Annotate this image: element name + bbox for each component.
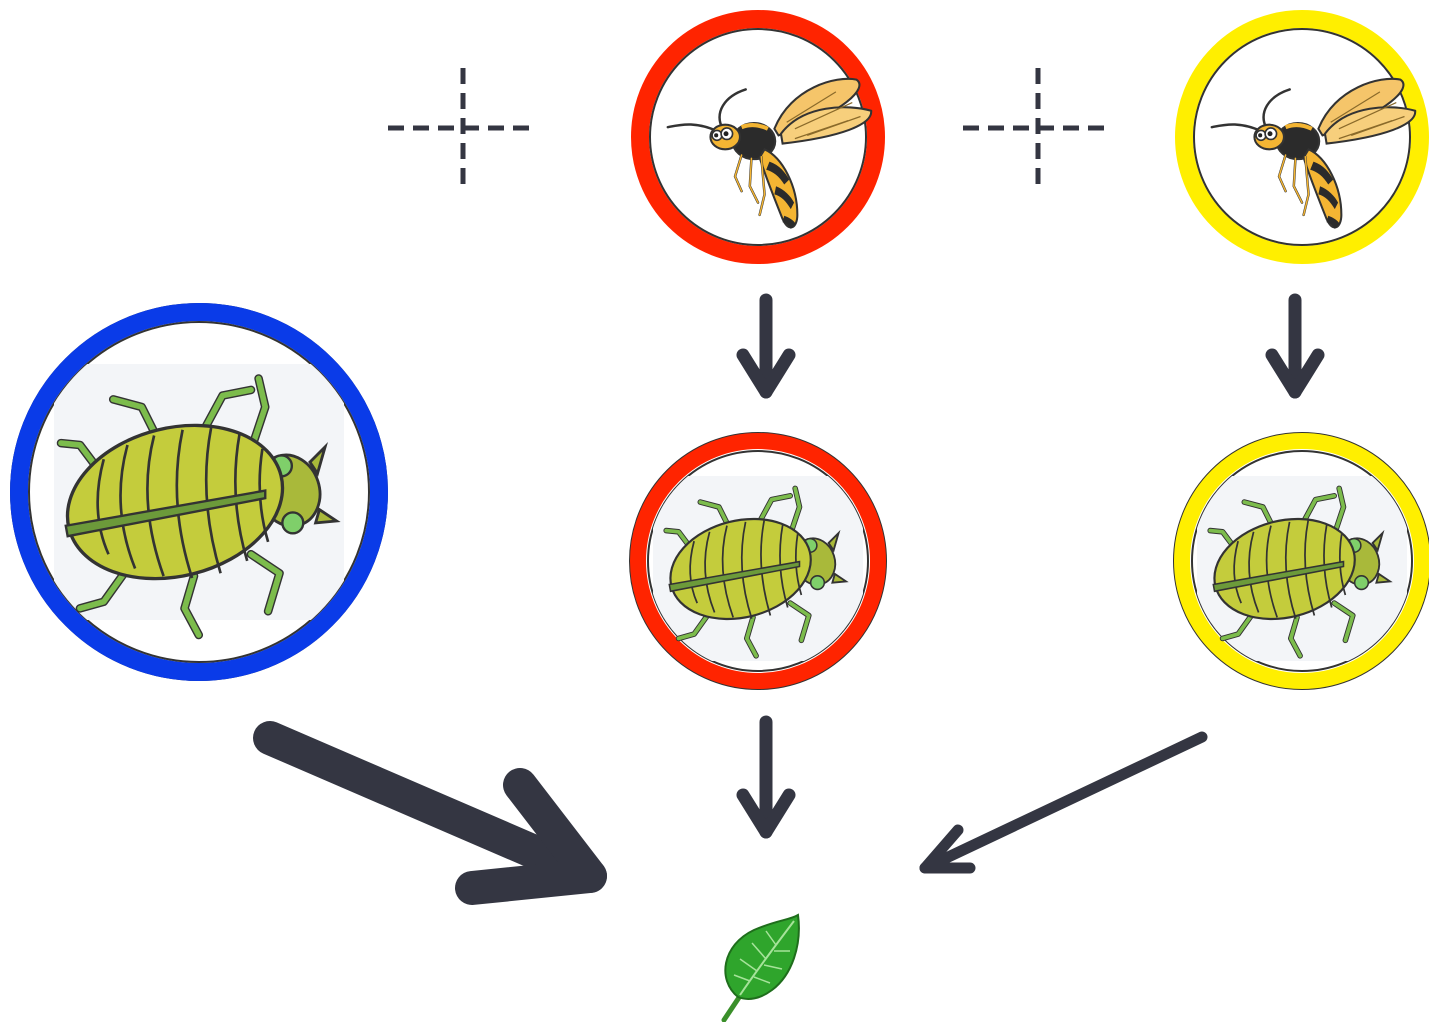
arrow-wasp-red-to-aphid-red — [743, 300, 789, 392]
aphid-yellow-node — [1174, 433, 1429, 689]
dashed-crosshair-icon — [963, 68, 1113, 188]
arrow-wasp-yellow-to-aphid-yellow — [1272, 300, 1318, 392]
dashed-crosshair-icon — [388, 68, 538, 188]
wasp-red-node — [638, 17, 878, 257]
arrow-aphid-red-to-leaf — [743, 722, 789, 832]
aphid-red-node — [630, 433, 886, 689]
arrow-aphid-unparasitized-to-leaf — [270, 738, 590, 888]
arrow-aphid-yellow-to-leaf — [925, 737, 1202, 868]
aphid-unparasitized-node — [11, 304, 387, 680]
leaf-icon — [724, 915, 799, 1020]
wasp-yellow-node — [1182, 17, 1422, 257]
